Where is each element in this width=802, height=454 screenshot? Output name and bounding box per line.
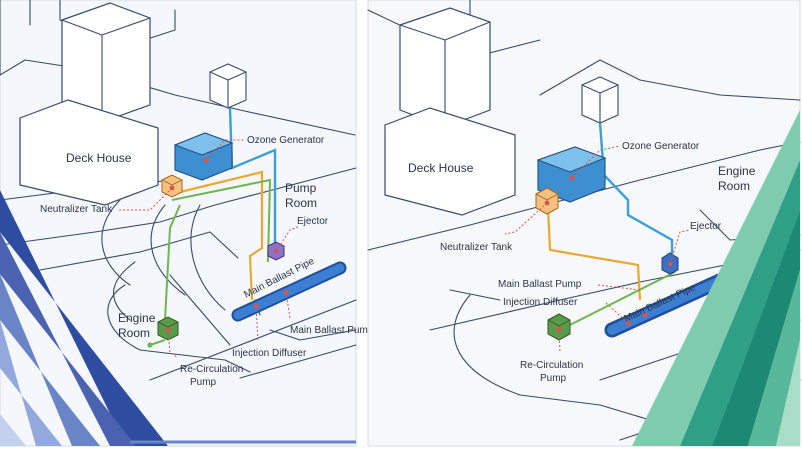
right-recirculation-line	[559, 271, 676, 331]
left-recirculation-end	[147, 342, 153, 348]
left-accent-stripes	[0, 190, 168, 446]
left-ozone-generator	[173, 132, 234, 181]
right-injection-diffuser-label: Injection Diffuser	[503, 297, 578, 308]
right-neutralizer-tank-label: Neutralizer Tank	[440, 242, 513, 253]
right-recirculation-pump-label-1: Re-Circulation	[520, 360, 583, 371]
right-panel: Deck House	[367, 0, 801, 447]
left-panel-border	[0, 0, 357, 447]
right-ejector-leader	[669, 229, 691, 265]
left-recirculation-pump-label-1: Re-Circulation	[180, 364, 243, 375]
left-main-ballast-pump-label: Main Ballast Pump	[290, 325, 374, 336]
right-neutralizer-leader	[504, 202, 548, 235]
left-small-box	[209, 63, 247, 109]
right-deck-house	[384, 107, 516, 216]
right-recirculation-pump	[547, 313, 571, 341]
right-main-ballast-pump-label: Main Ballast Pump	[498, 279, 582, 290]
right-engine-room-label-2: Room	[718, 179, 750, 193]
right-diffuser-leader	[605, 302, 629, 324]
left-injection-diffuser-label: Injection Diffuser	[232, 348, 307, 359]
right-neutralizer-tank	[535, 187, 559, 215]
left-pump-leader	[285, 291, 291, 319]
left-recirculation-pump	[157, 316, 179, 341]
right-neutralizer-line	[546, 207, 642, 301]
right-ozone-generator	[536, 146, 607, 203]
right-engine-room-label-1: Engine	[718, 164, 756, 178]
left-ozone-leader	[205, 139, 245, 161]
left-recirculation-stub	[149, 339, 166, 346]
left-ejector-leader	[275, 225, 301, 252]
left-neutralizer-tank-label: Neutralizer Tank	[40, 204, 113, 215]
right-ejector-label: Ejector	[690, 221, 722, 232]
left-ejector-label: Ejector	[297, 216, 329, 227]
left-neutralizer-leader	[118, 187, 173, 211]
left-neutralizer-line	[179, 170, 264, 301]
right-accent-stripes	[632, 110, 800, 446]
left-main-ballast-pipe	[231, 261, 347, 322]
left-recirculation-line	[164, 178, 272, 321]
right-tower	[399, 7, 491, 128]
left-deck-house-label: Deck House	[66, 151, 132, 165]
left-engine-room-label-1: Engine	[118, 311, 156, 325]
left-panel-background	[0, 0, 356, 446]
right-deck-house-label: Deck House	[408, 161, 474, 175]
left-recirculation-pump-label-2: Pump	[190, 377, 217, 388]
right-main-ballast-pipe	[604, 272, 730, 338]
right-pump-leader	[597, 284, 641, 291]
left-pump-room-label-1: Pump	[285, 181, 317, 195]
left-ozone-line	[228, 107, 277, 248]
left-pump-room-label-2: Room	[285, 196, 317, 210]
left-ozone-generator-label: Ozone Generator	[247, 135, 325, 146]
left-ship-outline	[0, 0, 357, 381]
right-ozone-generator-label: Ozone Generator	[622, 141, 700, 152]
right-recirculation-pump-label-2: Pump	[540, 373, 567, 384]
left-deck-house	[19, 99, 159, 206]
left-neutralizer-tank	[161, 174, 183, 198]
right-small-box	[581, 76, 619, 124]
left-engine-room-label-2: Room	[118, 326, 150, 340]
left-panel: Deck House	[0, 0, 374, 447]
left-recirc-leader	[167, 329, 179, 359]
right-ozone-leader	[571, 145, 621, 179]
